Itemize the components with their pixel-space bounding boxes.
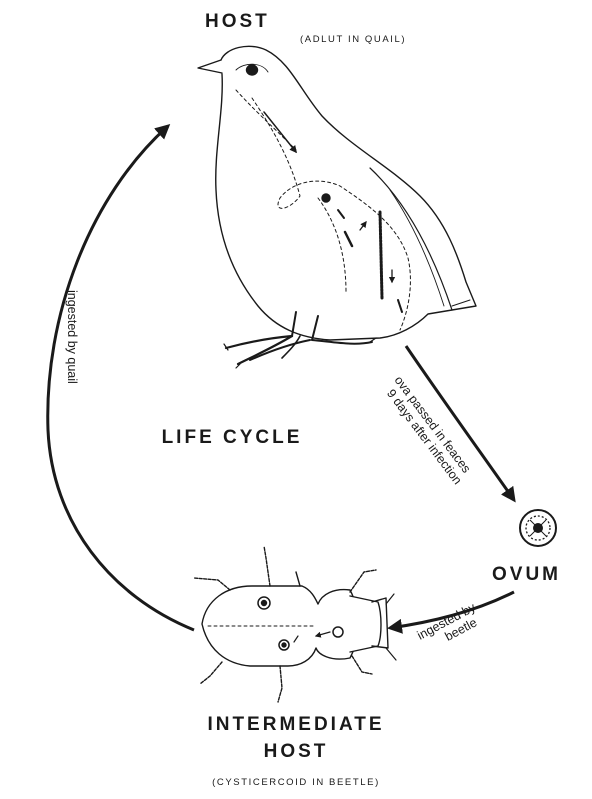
life-cycle-label: LIFE CYCLE xyxy=(162,427,303,448)
intermediate-host-subtitle: (CYSTICERCOID IN BEETLE) xyxy=(212,777,380,788)
label-ova-passed: ova passed in feaces 9 days after infect… xyxy=(380,373,475,487)
intermediate-host-title-line1: INTERMEDIATE xyxy=(207,714,384,735)
ovum-illustration xyxy=(520,510,556,546)
host-subtitle: (ADLUT IN QUAIL) xyxy=(300,34,406,45)
beetle-illustration xyxy=(194,546,396,702)
label-ingested-by-quail-text: ingested by quail xyxy=(65,290,79,384)
ovum-label: OVUM xyxy=(492,564,561,585)
host-title: HOST xyxy=(205,11,270,32)
quail-illustration xyxy=(198,46,476,368)
label-ingested-by-quail: ingested by quail xyxy=(65,290,79,384)
label-ingested-by-beetle: ingested by beetle xyxy=(415,600,485,655)
intermediate-host-title-line2: HOST xyxy=(264,741,329,762)
